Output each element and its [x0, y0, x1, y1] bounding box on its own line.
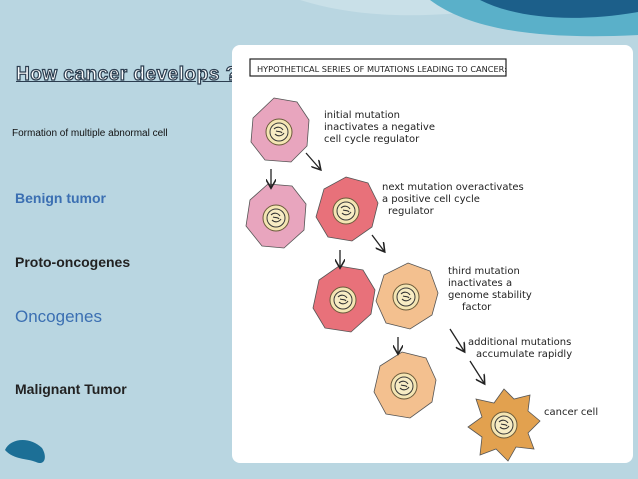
svg-text:inactivates a: inactivates a — [448, 278, 512, 289]
corner-leaf-shape — [5, 439, 45, 464]
slide-title: How cancer develops ? — [15, 63, 238, 85]
cell-red-2 — [312, 265, 376, 333]
cell-peach-2 — [373, 351, 437, 419]
note-third-mutation: third mutation inactivates a genome stab… — [448, 266, 532, 313]
note-initial-mutation: initial mutation inactivates a negative … — [324, 110, 435, 145]
svg-text:inactivates a negative: inactivates a negative — [324, 122, 435, 133]
svg-text:regulator: regulator — [388, 206, 435, 217]
bullet-formation: Formation of multiple abnormal cell — [12, 128, 168, 139]
svg-text:additional mutations: additional mutations — [468, 337, 571, 348]
figure-heading: HYPOTHETICAL SERIES OF MUTATIONS LEADING… — [257, 64, 507, 74]
cell-pink-2 — [245, 183, 307, 249]
note-cancer-cell: cancer cell — [544, 407, 598, 418]
bullet-proto-oncogenes: Proto-oncogenes — [15, 254, 131, 270]
cell-peach-1 — [375, 262, 439, 330]
mutation-figure-panel: HYPOTHETICAL SERIES OF MUTATIONS LEADING… — [232, 45, 633, 463]
svg-text:a positive cell cycle: a positive cell cycle — [382, 194, 480, 205]
cell-red-1 — [315, 176, 379, 242]
svg-text:factor: factor — [462, 302, 492, 313]
svg-text:cell cycle regulator: cell cycle regulator — [324, 134, 420, 145]
cancer-cell — [467, 388, 541, 462]
figure-heading-box — [249, 58, 507, 77]
note-additional-mutations: additional mutations accumulate rapidly — [468, 337, 572, 360]
svg-text:third mutation: third mutation — [448, 266, 520, 277]
bullet-benign-tumor: Benign tumor — [15, 190, 106, 206]
mutation-diagram: HYPOTHETICAL SERIES OF MUTATIONS LEADING… — [245, 58, 598, 462]
note-next-mutation: next mutation overactivates a positive c… — [382, 182, 524, 217]
svg-text:initial mutation: initial mutation — [324, 110, 400, 121]
svg-text:next mutation overactivates: next mutation overactivates — [382, 182, 524, 193]
cell-pink-1 — [250, 97, 310, 163]
bullet-malignant-tumor: Malignant Tumor — [15, 381, 127, 397]
svg-text:genome stability: genome stability — [448, 290, 532, 301]
svg-text:accumulate rapidly: accumulate rapidly — [476, 349, 572, 360]
bullet-oncogenes: Oncogenes — [15, 307, 102, 326]
